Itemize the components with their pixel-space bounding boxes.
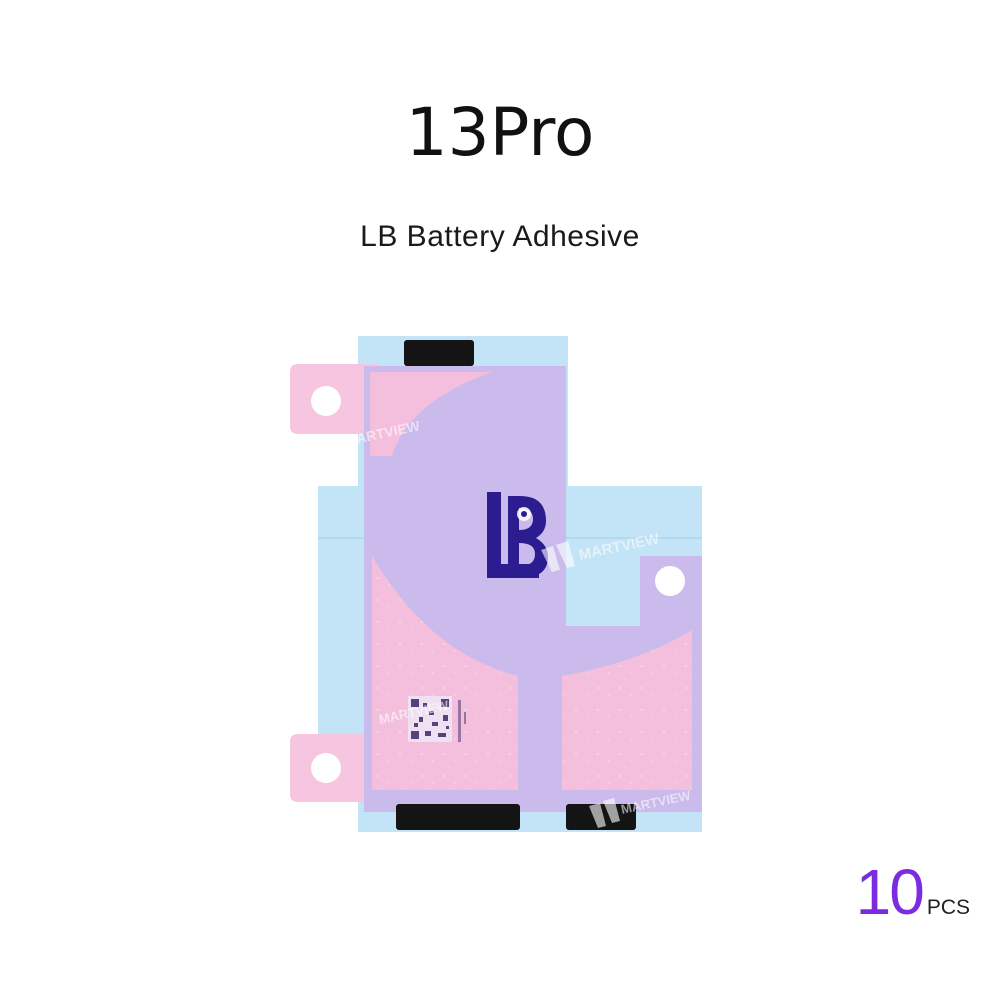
product-name: LB Battery Adhesive (360, 220, 640, 253)
quantity-number: 10 (855, 856, 925, 928)
black-tab-bottom-left (396, 804, 520, 830)
martview-logo-icon (541, 541, 620, 828)
qr-code-label (408, 696, 466, 742)
black-tab-top (404, 340, 474, 366)
logo-text: LB (0, 0, 2, 1)
quantity-unit: PCS (926, 896, 970, 919)
page-title: 13Pro (405, 94, 595, 171)
lb-logo (487, 492, 548, 578)
adhesive-strip-top (370, 372, 492, 456)
